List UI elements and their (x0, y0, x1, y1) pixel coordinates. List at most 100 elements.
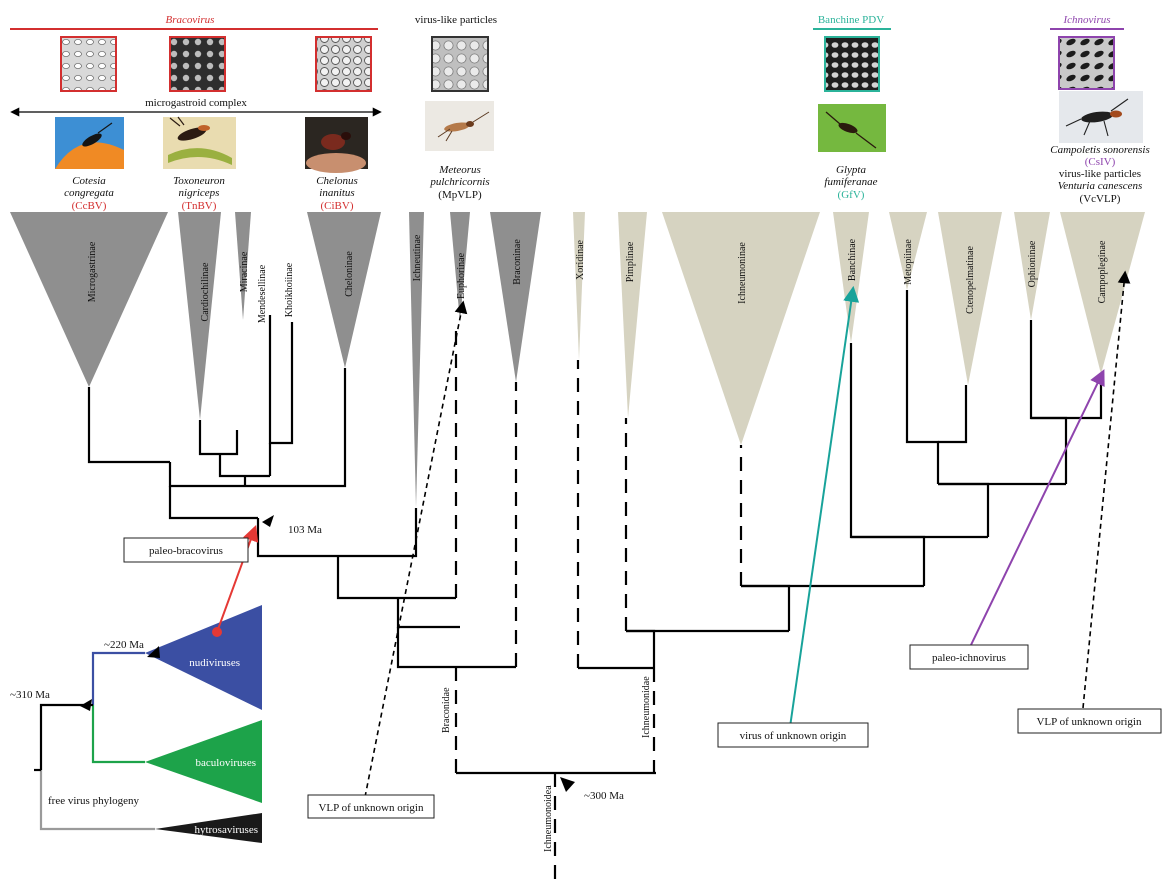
clade-ichneutinae-label: Ichneutinae (412, 234, 423, 281)
species-toxoneuron: Toxoneuron nigriceps (TnBV) (173, 175, 225, 212)
svg-text:Venturia canescens: Venturia canescens (1058, 180, 1143, 192)
mpvlp-arrow (364, 300, 468, 798)
vlp-unknown-box-2: VLP of unknown origin (1017, 708, 1162, 734)
bracovirus-arrow (216, 524, 259, 633)
clade-pimplinae-label: Pimplinae (625, 241, 636, 282)
banchine-label: Banchine PDV (818, 14, 884, 26)
cibv-micrograph (315, 36, 372, 92)
svg-text:baculoviruses: baculoviruses (196, 757, 256, 769)
banchine-arrow (789, 285, 860, 728)
ichneumonoidea-label: Ichneumonoidea (543, 785, 554, 852)
svg-text:fumiferanae: fumiferanae (824, 176, 877, 188)
svg-text:~300 Ma: ~300 Ma (584, 790, 624, 802)
clade-mendesellinae-triangle (253, 211, 267, 317)
csiv-micrograph (1058, 36, 1115, 90)
ichnovirus-label: Ichnovirus (1062, 14, 1110, 26)
svg-text:(GfV): (GfV) (838, 189, 865, 201)
svg-text:~310 Ma: ~310 Ma (10, 689, 50, 701)
mpvlp-micrograph (431, 36, 489, 92)
meteorus-photo (425, 101, 494, 151)
clade-cardiochilinae-label: Cardiochilinae (200, 262, 211, 321)
clade-metopiinae-triangle (889, 212, 927, 290)
clade-braconinae-label: Braconinae (512, 239, 523, 285)
svg-text:paleo-bracovirus: paleo-bracovirus (149, 545, 223, 557)
svg-text:VLP of unknown origin: VLP of unknown origin (318, 802, 424, 814)
clade-cheloninae-triangle (307, 212, 381, 368)
clade-ophioninae-label: Ophioninae (1027, 240, 1038, 287)
clade-microgastrinae-triangle (10, 212, 168, 387)
gfv-micrograph (824, 36, 880, 92)
banchine-header: Banchine PDV (813, 14, 891, 30)
svg-text:virus of unknown origin: virus of unknown origin (740, 730, 847, 742)
clade-cardiochilinae-triangle (178, 212, 221, 420)
clade-braconinae-triangle (490, 212, 541, 382)
svg-text:virus-like particles: virus-like particles (1059, 168, 1141, 180)
bracovirus-label: Bracovirus (166, 14, 215, 26)
species-campoletis: Campoletis sonorensis (CsIV) (1050, 144, 1150, 168)
vlp-header-label: virus-like particles (415, 14, 497, 26)
age-103ma: 103 Ma (262, 515, 322, 536)
svg-text:(CiBV): (CiBV) (321, 200, 354, 212)
vlp-unknown-box-1: VLP of unknown origin (307, 794, 435, 819)
clade-ophioninae-triangle (1014, 212, 1050, 320)
clade-khoikhoiinae-label: Khoikhoiinae (284, 262, 295, 317)
svg-text:(VcVLP): (VcVLP) (1080, 193, 1121, 205)
ichnovirus-arrow (969, 369, 1105, 648)
clade-cheloninae-label: Cheloninae (344, 251, 355, 297)
microgastroid-label: microgastroid complex (145, 97, 247, 109)
species-meteorus: Meteorus pulchricornis (MpVLP) (429, 164, 489, 201)
svg-text:(CsIV): (CsIV) (1085, 156, 1116, 168)
clade-ichneutinae-triangle (409, 212, 424, 508)
species-glypta: Glypta fumiferanae (GfV) (824, 164, 877, 201)
bracovirus-header: Bracovirus (10, 14, 378, 30)
svg-text:pulchricornis: pulchricornis (429, 176, 489, 188)
braconidae-label: Braconidae (441, 687, 452, 733)
virus-phylogeny: ~220 Ma ~310 Ma nudiviruses baculoviruse… (10, 605, 262, 843)
svg-text:Campoletis sonorensis: Campoletis sonorensis (1050, 144, 1150, 156)
paleo-bracovirus-box: paleo-bracovirus (123, 537, 249, 563)
clade-khoikhoiinae-triangle (277, 211, 295, 323)
clade-ichneumoninae-label: Ichneumoninae (737, 242, 748, 304)
svg-text:Glypta: Glypta (836, 164, 866, 176)
clade-banchinae-triangle (833, 212, 869, 343)
microgastroid-complex: microgastroid complex (10, 97, 382, 117)
svg-text:~220 Ma: ~220 Ma (104, 639, 144, 651)
clade-euphorinae-label: Euphorinae (456, 252, 467, 299)
clade-ctenopelmatinae-triangle (938, 212, 1002, 385)
svg-text:103 Ma: 103 Ma (288, 524, 322, 536)
svg-text:VLP of unknown origin: VLP of unknown origin (1036, 716, 1142, 728)
svg-text:inanitus: inanitus (319, 187, 354, 199)
clade-campopleginae-label: Campopleginae (1097, 240, 1108, 303)
nudiviruses-triangle (145, 605, 262, 710)
clade-metopiinae-label: Metopiinae (903, 239, 914, 285)
svg-text:nudiviruses: nudiviruses (189, 657, 240, 669)
clade-miracinae-triangle (235, 212, 251, 320)
svg-text:(MpVLP): (MpVLP) (438, 189, 482, 201)
svg-text:paleo-ichnovirus: paleo-ichnovirus (932, 652, 1006, 664)
ccbv-micrograph (60, 36, 117, 92)
campoletis-photo (1059, 91, 1143, 143)
species-cotesia: Cotesia congregata (CcBV) (64, 175, 114, 212)
svg-text:Meteorus: Meteorus (438, 164, 481, 176)
glypta-photo (818, 104, 886, 152)
paleo-ichnovirus-box: paleo-ichnovirus (909, 644, 1029, 670)
svg-text:congregata: congregata (64, 187, 114, 199)
age-300ma: ~300 Ma (560, 777, 624, 802)
virus-unknown-box: virus of unknown origin (717, 722, 869, 748)
svg-text:Chelonus: Chelonus (316, 175, 358, 187)
clade-ctenopelmatinae-label: Ctenopelmatinae (965, 246, 976, 314)
vcvlp-arrow (1082, 270, 1131, 709)
species-venturia: virus-like particles Venturia canescens … (1058, 168, 1143, 205)
species-chelonus: Chelonus inanitus (CiBV) (316, 175, 358, 212)
clade-xoridinae-label: Xoridinae (575, 239, 586, 280)
cotesia-photo (55, 117, 124, 169)
clade-campopleginae-triangle (1060, 212, 1145, 374)
clade-miracinae-label: Miracinae (239, 251, 250, 292)
svg-text:nigriceps: nigriceps (179, 187, 220, 199)
ichnovirus-header: Ichnovirus (1050, 14, 1124, 30)
svg-text:hytrosaviruses: hytrosaviruses (194, 824, 258, 836)
clade-euphorinae-triangle (450, 212, 470, 322)
hytrosaviruses-triangle (155, 813, 262, 843)
